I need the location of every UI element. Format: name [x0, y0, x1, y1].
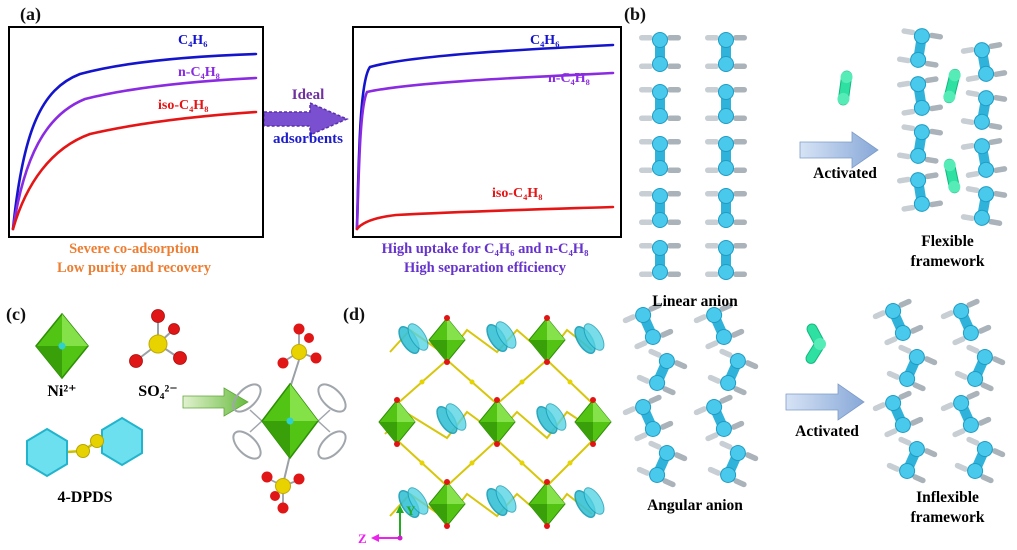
isotherm-plot-left: C₄H₆ n-C₄H₈ iso-C₄H₈: [8, 26, 264, 238]
curve-c4h6: [11, 52, 258, 231]
curve-iso-c4h8: [11, 110, 258, 231]
flexible-framework-line2: framework: [910, 253, 985, 271]
right-caption-line2: High separation efficiency: [404, 259, 566, 276]
series-label-c4h6: C₄H₆: [178, 33, 208, 48]
dpds-label: 4-DPDS: [57, 489, 113, 506]
curve-n-c4h8: [11, 76, 258, 231]
flexible-framework-line1: Flexible: [921, 233, 974, 250]
left-plot-caption: Severe co-adsorption Low purity and reco…: [8, 240, 260, 278]
angular-anion-label: Angular anion: [647, 497, 743, 514]
axis-z-label: Z: [358, 531, 367, 546]
dpds-linker: [26, 416, 143, 478]
series-label-c4h6: C₄H₆: [530, 33, 560, 48]
isotherm-plot-right: C₄H₆ n-C₄H₈ iso-C₄H₈: [352, 26, 622, 238]
curve-iso-c4h8: [355, 205, 615, 231]
inflexible-framework-line2: framework: [910, 509, 985, 527]
sulfate-label: SO₄²⁻: [138, 383, 178, 400]
activated-arrow-top: [799, 131, 879, 169]
linear-anion-structure: [638, 32, 748, 280]
nickel-label: Ni²⁺: [47, 383, 77, 400]
panel-b-label: (b): [624, 4, 646, 24]
crystal-packing: [378, 314, 612, 530]
flexible-framework-label: Flexible framework: [885, 232, 1010, 272]
right-plot-caption: High uptake for C₄H₆ and n-C₄H₈ High sep…: [348, 240, 622, 278]
ideal-adsorbents-arrow: [263, 101, 349, 137]
isotherm-curves-left: [11, 52, 258, 231]
inflexible-framework-structure: [870, 295, 1008, 487]
series-label-n-c4h8: n-C₄H₈: [548, 71, 590, 86]
inflexible-framework-label: Inflexible framework: [880, 488, 1015, 528]
ideal-label: Ideal: [291, 87, 325, 103]
isotherm-curves-right: [355, 43, 615, 231]
inflexible-framework-line1: Inflexible: [916, 489, 979, 506]
left-caption-line2: Low purity and recovery: [57, 259, 211, 276]
linear-anion-label: Linear anion: [652, 293, 738, 310]
angular-anion-molecule: [803, 321, 827, 366]
activated-label-bottom: Activated: [795, 423, 859, 440]
activated-arrow-bottom: [785, 383, 865, 421]
assembled-cluster: [232, 323, 347, 514]
sulfate-anion: [129, 309, 187, 368]
axis-y-label: Y: [406, 503, 416, 518]
left-caption-line1: Severe co-adsorption: [69, 241, 199, 257]
panel-a-label: (a): [20, 4, 41, 24]
assembly-arrow: [182, 387, 249, 417]
angular-anion-structure: [620, 299, 761, 491]
flexible-framework-structure: [895, 24, 1009, 230]
right-caption-line1: High uptake for C₄H₆ and n-C₄H₈: [381, 241, 589, 257]
series-label-n-c4h8: n-C₄H₈: [178, 65, 220, 80]
adsorbents-label: adsorbents: [272, 131, 343, 147]
activated-label-top: Activated: [813, 165, 877, 182]
curve-n-c4h8: [355, 71, 615, 231]
ni-octahedron: [35, 312, 89, 380]
linear-anion-molecule: [836, 69, 854, 107]
series-label-iso-c4h8: iso-C₄H₈: [158, 98, 209, 113]
axis-indicator: Y Z: [358, 503, 416, 546]
panel-c-label: (c): [6, 304, 26, 324]
series-label-iso-c4h8: iso-C₄H₈: [492, 186, 543, 201]
panel-d-label: (d): [343, 304, 365, 324]
